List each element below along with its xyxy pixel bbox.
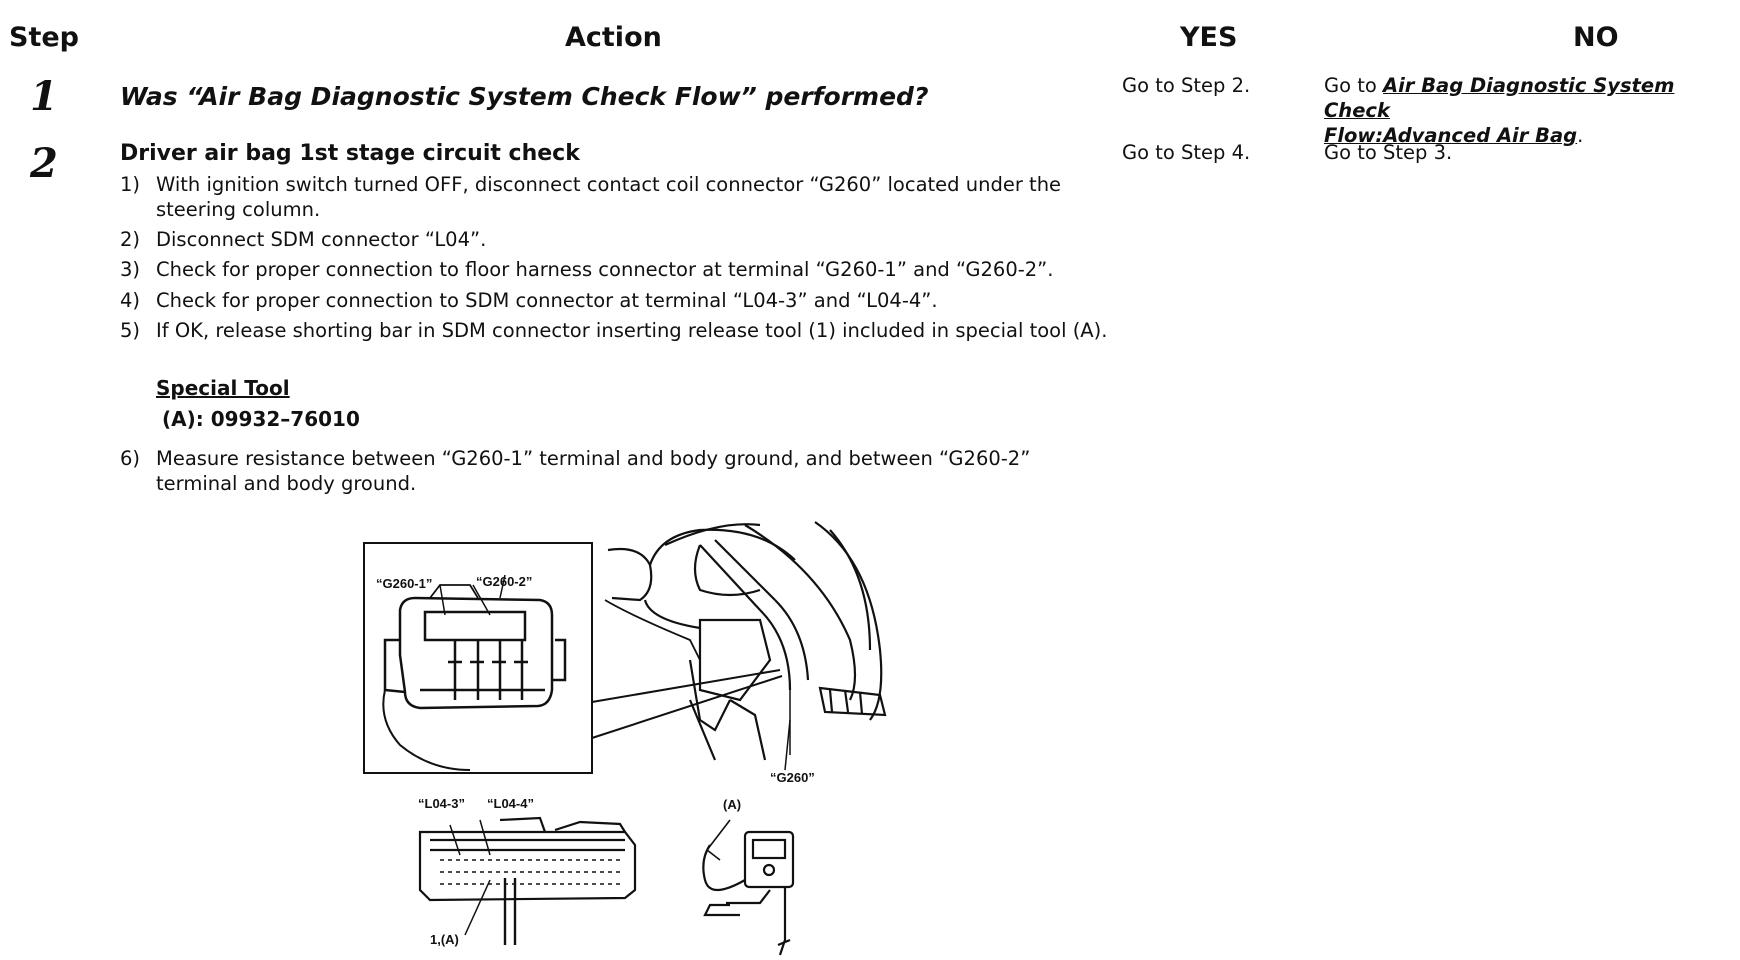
column-header-no: NO: [1573, 22, 1619, 53]
step-2-title: Driver air bag 1st stage circuit check: [120, 141, 580, 166]
step-2-item-6: 6) Measure resistance between “G260-1” t…: [120, 446, 1110, 496]
step-1-no: Go to Air Bag Diagnostic System Check Fl…: [1324, 73, 1740, 148]
special-tool-title: Special Tool: [156, 376, 290, 400]
item-number: 2): [120, 228, 141, 251]
item-text: If OK, release shorting bar in SDM conne…: [156, 319, 1108, 342]
label-l04-4: “L04-4”: [487, 796, 534, 811]
step-2-item-3: 3) Check for proper connection to floor …: [120, 257, 1110, 282]
step-2-number: 2: [30, 140, 58, 187]
column-header-yes: YES: [1180, 22, 1238, 53]
ohmmeter-drawing: [702, 819, 795, 956]
label-1a: 1,(A): [430, 932, 459, 947]
item-text: Check for proper connection to floor har…: [156, 258, 1054, 281]
column-header-action: Action: [565, 22, 662, 53]
item-number: 3): [120, 258, 141, 281]
step-1-question: Was “Air Bag Diagnostic System Check Flo…: [120, 82, 929, 111]
label-g260-2: “G260-2”: [476, 574, 533, 589]
step-2-item-1: 1) With ignition switch turned OFF, disc…: [120, 172, 1110, 222]
step-1-number: 1: [30, 73, 58, 120]
item-text: Check for proper connection to SDM conne…: [156, 289, 938, 312]
connector-inset-frame: [363, 542, 593, 774]
check-flow-link-line2[interactable]: Flow:Advanced Air Bag: [1324, 124, 1578, 147]
label-l04-3: “L04-3”: [418, 796, 465, 811]
label-a: (A): [723, 797, 742, 812]
label-g260: “G260”: [770, 770, 815, 785]
l04-connector-drawing: [418, 816, 637, 945]
column-header-step: Step: [9, 22, 79, 53]
step-2-yes: Go to Step 4.: [1122, 141, 1251, 164]
steering-column-drawing: [604, 521, 887, 761]
item-text: With ignition switch turned OFF, disconn…: [156, 173, 1062, 221]
step-1-no-prefix: Go to: [1324, 74, 1384, 97]
step-2-item-5: 5) If OK, release shorting bar in SDM co…: [120, 318, 1110, 343]
item-text: Measure resistance between “G260-1” term…: [156, 447, 1031, 495]
step-2-item-4: 4) Check for proper connection to SDM co…: [120, 288, 1110, 313]
g260-connector-drawing: [382, 574, 567, 771]
item-number: 1): [120, 173, 141, 196]
step-2-item-2: 2) Disconnect SDM connector “L04”.: [120, 227, 1110, 252]
step-1-no-suffix: .: [1577, 124, 1584, 147]
item-number: 5): [120, 319, 141, 342]
step-1-yes: Go to Step 2.: [1122, 74, 1251, 97]
step-2-no: Go to Step 3.: [1324, 141, 1453, 164]
special-tool-value: (A): 09932–76010: [162, 407, 360, 431]
item-number: 4): [120, 289, 141, 312]
item-text: Disconnect SDM connector “L04”.: [156, 228, 487, 251]
label-g260-1: “G260-1”: [376, 576, 433, 591]
item-number: 6): [120, 447, 141, 470]
check-flow-link-line1[interactable]: Air Bag Diagnostic System Check: [1324, 74, 1675, 122]
